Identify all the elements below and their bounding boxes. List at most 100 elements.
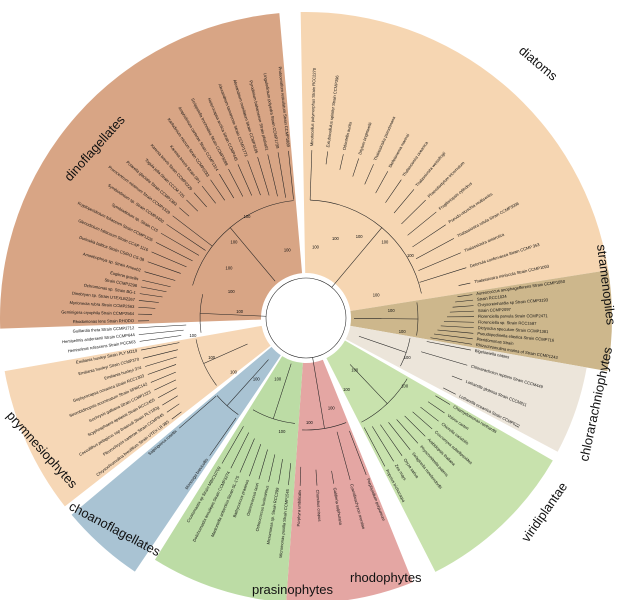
leaf-label: Strain CCMP2298 bbox=[104, 277, 138, 288]
leaf-branch bbox=[415, 238, 455, 260]
bootstrap-value: 100 bbox=[190, 333, 198, 338]
leaf-branch bbox=[209, 417, 237, 456]
leaf-label: Florenciella parvula Strain CCMP2471 bbox=[478, 313, 548, 319]
clade-stem bbox=[353, 318, 418, 320]
leaf-branch bbox=[268, 454, 276, 482]
bootstrap-value: 100 bbox=[388, 308, 396, 313]
leaf-branch bbox=[352, 158, 359, 177]
leaf-branch bbox=[455, 299, 474, 303]
leaf-branch bbox=[142, 349, 178, 359]
leaf-branch bbox=[138, 324, 187, 329]
leaf-branch bbox=[315, 469, 318, 486]
leaf-branch bbox=[193, 192, 207, 208]
leaf-branch bbox=[151, 251, 187, 268]
leaf-branch bbox=[407, 211, 437, 236]
sector-diatoms bbox=[300, 12, 609, 311]
leaf-branch bbox=[418, 252, 461, 271]
bootstrap-values: 100 100 100 100 100 100 100 100 100 100 100 100 100 1… bbox=[190, 214, 415, 434]
leaf-branch bbox=[249, 444, 262, 477]
leaf-branch bbox=[412, 411, 433, 430]
bootstrap-value: 100 bbox=[274, 376, 282, 381]
leaf-branch bbox=[162, 395, 178, 406]
leaf-branch bbox=[138, 300, 159, 303]
leaf-branch bbox=[147, 261, 181, 274]
leaf-branch bbox=[325, 151, 328, 165]
leaf-branch bbox=[349, 430, 367, 475]
leaf-branch bbox=[385, 179, 402, 203]
clade-arc bbox=[361, 378, 408, 423]
leaf-branch bbox=[288, 150, 294, 200]
leaf-branch bbox=[237, 164, 252, 196]
tree-branches bbox=[138, 150, 474, 486]
leaf-branch bbox=[141, 342, 180, 351]
leaf-branch bbox=[166, 224, 206, 251]
bootstrap-value: 100 bbox=[401, 384, 409, 389]
bootstrap-value: 100 bbox=[328, 405, 336, 410]
leaf-label: Pteridomonas Strain bbox=[476, 336, 514, 346]
leaf-branch bbox=[277, 152, 286, 198]
leaf-label: Rhodomonas lens Strain RHODO bbox=[73, 318, 134, 324]
sector-prymnesiophytes bbox=[4, 325, 271, 507]
leaf-branch bbox=[419, 267, 467, 283]
root-ring bbox=[265, 277, 347, 359]
leaf-label: Chrysoreinhardia sp Strain CCMP3193 bbox=[477, 297, 549, 307]
bootstrap-value: 100 bbox=[230, 369, 238, 374]
sector-rhodophytes bbox=[286, 359, 413, 600]
leaf-branch bbox=[166, 403, 180, 413]
leaf-branch bbox=[160, 232, 200, 256]
leaf-branch bbox=[437, 329, 474, 334]
leaf-branch bbox=[388, 422, 411, 450]
bootstrap-value: 100 bbox=[356, 234, 364, 239]
leaf-label: Galdieria sulphuraria bbox=[332, 487, 343, 526]
leaf-label: Myrionecta rubra Strain CCMP2563 bbox=[69, 300, 135, 309]
leaf-branch bbox=[331, 470, 334, 484]
sector-stramenopiles bbox=[350, 270, 612, 372]
bootstrap-value: 100 bbox=[351, 367, 359, 372]
leaf-label: Dictyocha speculum Strain CCMP1381 bbox=[478, 325, 550, 334]
clade-stem bbox=[358, 335, 407, 353]
bootstrap-value: 100 bbox=[312, 244, 320, 249]
leaf-branch bbox=[172, 215, 213, 247]
clade-stem bbox=[312, 357, 325, 429]
bootstrap-value: 100 bbox=[399, 329, 407, 334]
leaf-branch bbox=[363, 427, 386, 467]
leaf-branch bbox=[427, 401, 445, 414]
leaf-branch bbox=[401, 199, 426, 225]
leaf-branch bbox=[230, 432, 249, 469]
leaf-label: Dinobryon sp. Strain UTEXLB2267 bbox=[72, 291, 136, 303]
leaf-label: Chondrus crispus bbox=[315, 489, 322, 521]
leaf-branch bbox=[458, 282, 471, 286]
leaf-branch bbox=[404, 415, 426, 437]
leaf-branch bbox=[139, 335, 182, 342]
clade-stem bbox=[272, 363, 292, 419]
leaf-branch bbox=[171, 411, 182, 420]
leaf-branch bbox=[138, 329, 184, 335]
bootstrap-value: 100 bbox=[343, 387, 351, 392]
leaf-branch bbox=[451, 375, 463, 381]
leaf-branch bbox=[421, 351, 468, 366]
clade-arc bbox=[192, 200, 294, 286]
leaf-branch bbox=[426, 341, 471, 351]
leaf-branch bbox=[144, 271, 176, 281]
sector-choanoflagellates bbox=[71, 346, 281, 572]
leaf-branch bbox=[219, 173, 235, 199]
leaf-label: Euglena gracilis bbox=[110, 270, 139, 281]
leaf-branch bbox=[288, 463, 292, 486]
clade-label-rhodophytes: rhodophytes bbox=[350, 570, 422, 585]
leaf-branch bbox=[435, 395, 451, 405]
bootstrap-value: 100 bbox=[244, 214, 252, 219]
leaf-branch bbox=[309, 150, 313, 201]
clade-stem bbox=[229, 227, 276, 282]
leaf-branch bbox=[140, 286, 167, 292]
leaf-branch bbox=[201, 185, 216, 204]
clade-stem bbox=[331, 227, 383, 288]
leaf-branch bbox=[440, 325, 474, 329]
bootstrap-value: 100 bbox=[404, 355, 412, 360]
leaf-branch bbox=[339, 154, 344, 170]
leaf-label: Strain CCMP2097 bbox=[478, 307, 512, 313]
leaf-branch bbox=[179, 207, 190, 217]
bootstrap-value: 100 bbox=[253, 376, 261, 381]
leaf-branch bbox=[239, 438, 255, 473]
leaf-branch bbox=[228, 168, 244, 197]
